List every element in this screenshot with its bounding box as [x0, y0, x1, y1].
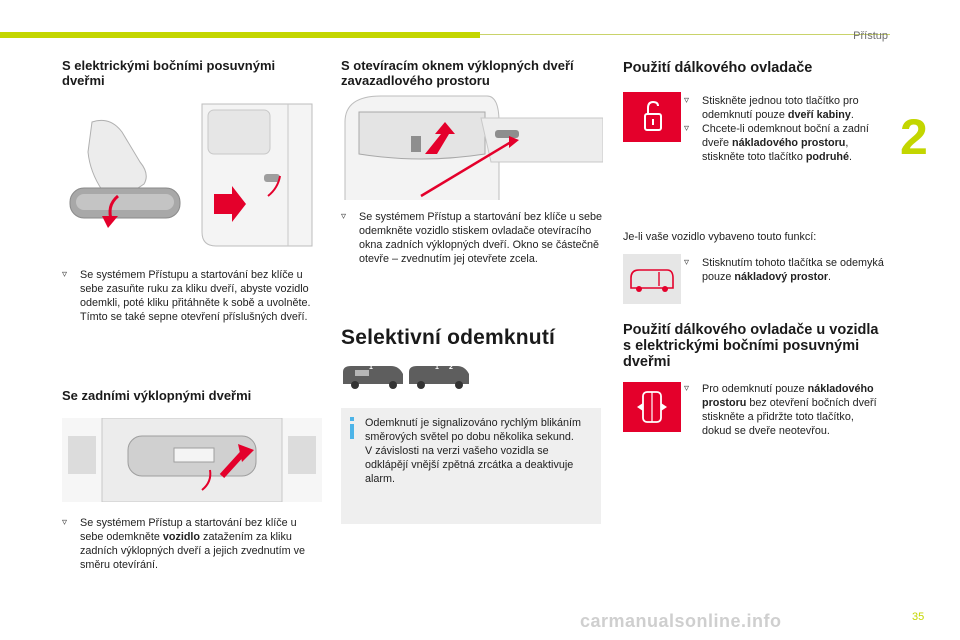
unlock-button-illustration: [623, 92, 681, 142]
paragraph-tailgate: ▿ Se systémem Přístup a startování bez k…: [62, 517, 306, 571]
triangle-bullet-icon: ▿: [62, 269, 68, 280]
van-label-1: 1: [369, 364, 373, 371]
illustration-tailgate-window: [341, 92, 603, 202]
remote-instructions: ▿ Stiskněte jednou toto tlačítko pro ode…: [684, 94, 884, 164]
watermark: carmanualsonline.info: [580, 611, 782, 631]
van-cargo-icon: [630, 269, 674, 292]
chapter-number: 2: [900, 109, 928, 165]
triangle-bullet-icon: ▿: [341, 211, 347, 222]
triangle-bullet-icon: ▿: [684, 257, 690, 268]
illustration-sliding-door: [192, 100, 314, 248]
triangle-bullet-icon: ▿: [684, 95, 690, 106]
list-item: ▿ Chcete-li odemknout boční a zadní dveř…: [684, 123, 869, 163]
feature-intro: Je-li vaše vozidlo vybaveno touto funkcí…: [623, 231, 817, 243]
sliding-door-icon: [637, 391, 667, 423]
heading-remote-sliding: Použití dálkového ovladače u vozidla s e…: [623, 322, 879, 370]
illustration-door-handle: [62, 102, 182, 242]
triangle-bullet-icon: ▿: [62, 517, 68, 528]
heading-remote-control: Použití dálkového ovladače: [623, 60, 813, 76]
page-number: 35: [912, 611, 925, 623]
padlock-open-icon: [644, 100, 662, 131]
cargo-instruction: ▿ Stisknutím tohoto tlačítka se odemyká …: [684, 257, 884, 283]
section-title: Přístup: [853, 30, 888, 42]
heading-tailgate-window: S otevíracím oknem výklopných dveří zava…: [341, 58, 574, 88]
list-item: ▿ Stiskněte jednou toto tlačítko pro ode…: [684, 95, 859, 121]
illustration-tailgate: [62, 418, 322, 502]
info-icon: [350, 417, 354, 439]
info-box: Odemknutí je signalizováno rychlým bliká…: [341, 408, 601, 524]
header-rule: [480, 34, 890, 35]
header-accent-bar: [0, 32, 480, 38]
sliding-instruction: ▿ Pro odemknutí pouze nákladového prosto…: [684, 383, 877, 437]
van-label-1b: 1: [435, 364, 439, 371]
van-label-2: 2: [449, 364, 453, 371]
info-text: Odemknutí je signalizováno rychlým bliká…: [365, 417, 582, 485]
sliding-button-illustration: [623, 382, 681, 432]
heading-selective-unlock: Selektivní odemknutí: [341, 326, 556, 349]
triangle-bullet-icon: ▿: [684, 383, 690, 394]
heading-sliding-doors: S elektrickými bočními posuvnými dveřmi: [62, 58, 276, 88]
triangle-bullet-icon: ▿: [684, 123, 690, 134]
paragraph-tailgate-window: ▿ Se systémem Přístup a startování bez k…: [341, 211, 603, 265]
cargo-button-illustration: [623, 254, 681, 304]
heading-tailgate: Se zadními výklopnými dveřmi: [62, 388, 252, 403]
illustration-vans: 1 1 2: [341, 362, 471, 390]
paragraph-sliding-doors: ▿ Se systémem Přístupu a startování bez …: [62, 269, 311, 323]
